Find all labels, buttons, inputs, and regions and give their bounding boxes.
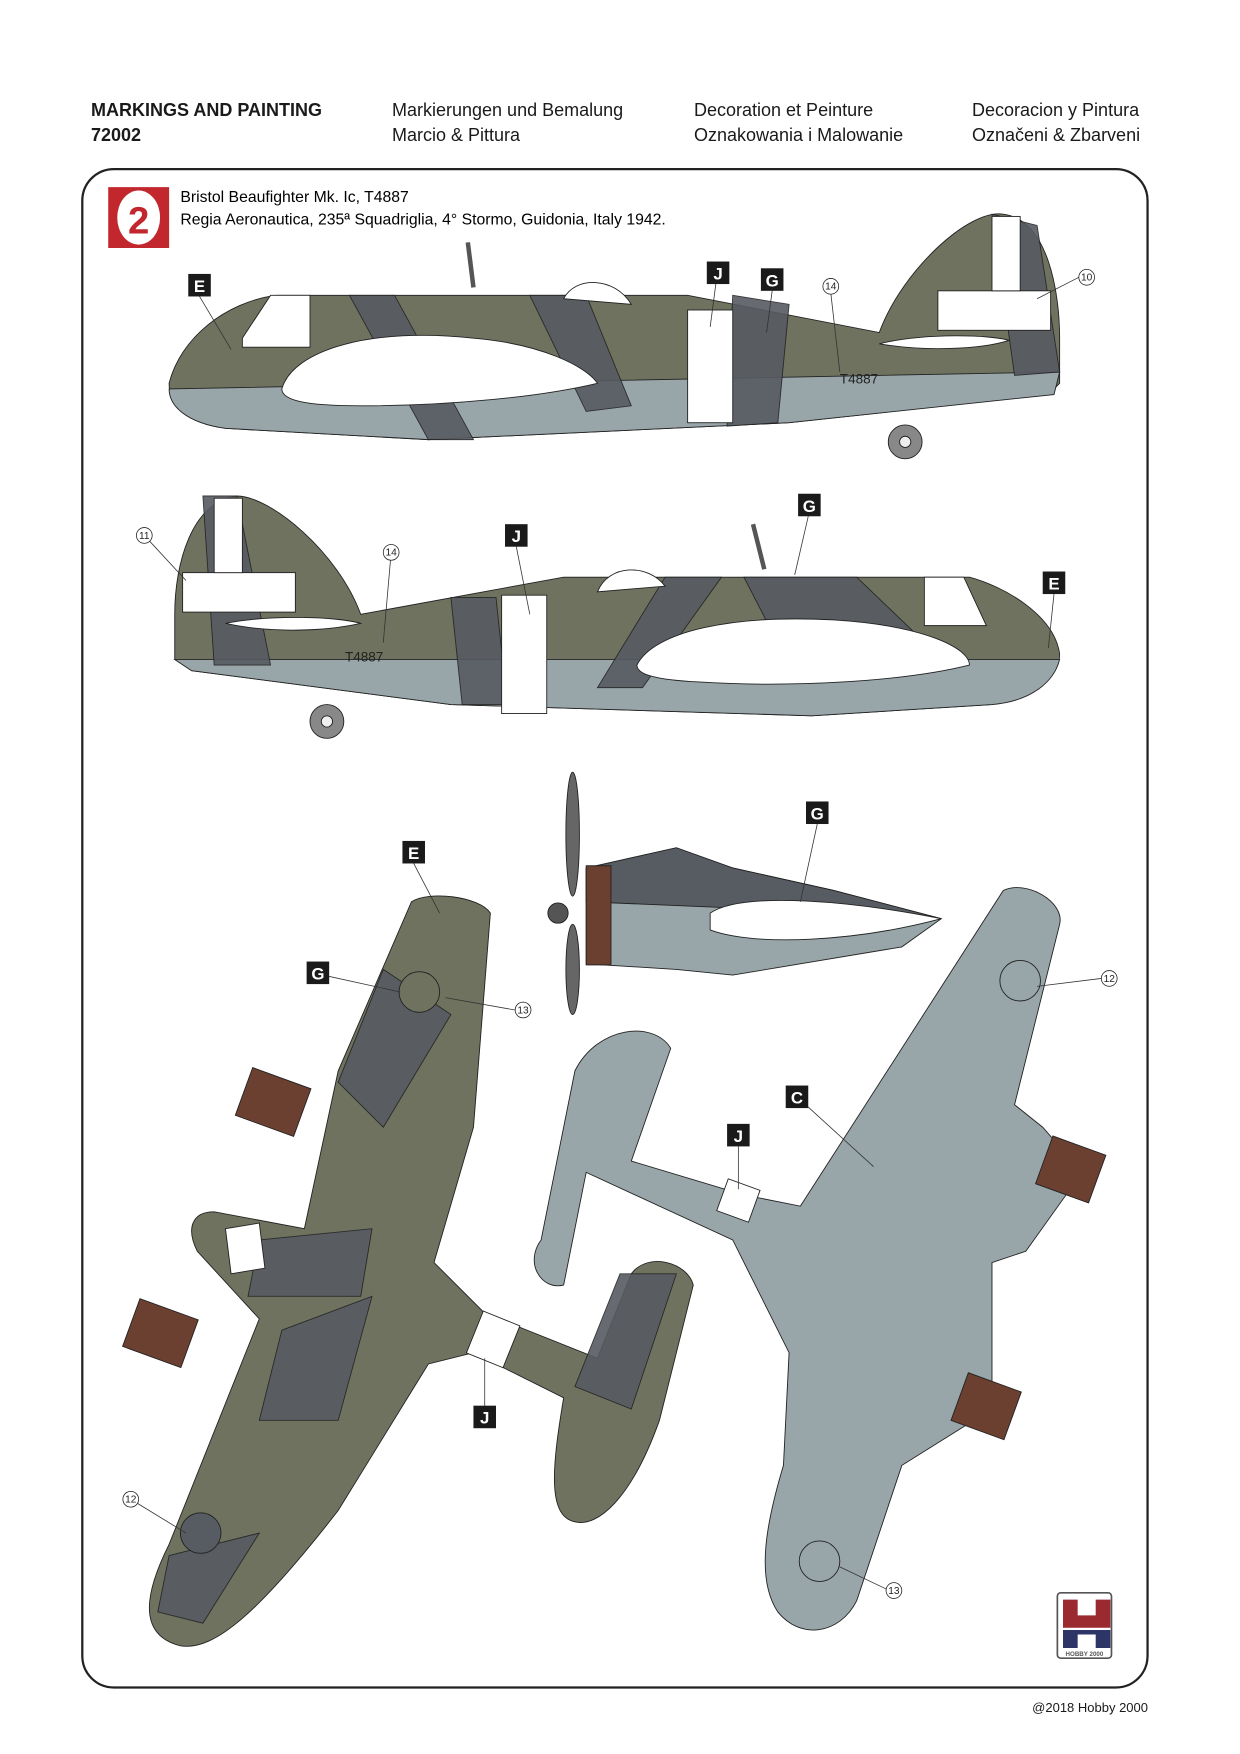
svg-text:J: J	[512, 527, 521, 546]
decal-13: 13	[514, 1001, 532, 1019]
callout-G: G	[805, 801, 829, 825]
svg-text:J: J	[713, 265, 722, 284]
callout-E: E	[188, 273, 211, 297]
callout-E: E	[1042, 571, 1066, 595]
svg-text:11: 11	[139, 531, 150, 542]
title-fr: Decoration et Peinture	[694, 100, 874, 120]
header-es-cz: Decoracion y Pintura Označeni & Zbarveni	[972, 98, 1140, 148]
decal-11: 11	[136, 527, 153, 544]
svg-text:G: G	[811, 805, 824, 824]
title: MARKINGS AND PAINTING	[91, 100, 322, 120]
svg-text:12: 12	[125, 1495, 137, 1506]
serial-number-right: T4887	[345, 650, 383, 665]
svg-text:G: G	[766, 271, 779, 290]
svg-text:E: E	[1048, 575, 1059, 594]
scheme-number: 2	[128, 199, 149, 242]
serial-number-left: T4887	[840, 371, 878, 386]
unit-description: Regia Aeronautica, 235ª Squadriglia, 4° …	[180, 211, 665, 228]
upper-plan-view	[122, 895, 694, 1647]
nacelle-view	[547, 771, 943, 1015]
scheme-number-badge: 2	[108, 187, 170, 248]
svg-text:C: C	[791, 1089, 803, 1108]
aircraft-title: Bristol Beaufighter Mk. Ic, T4887	[180, 189, 408, 206]
scheme-frame	[81, 167, 1149, 1689]
callout-E: E	[402, 840, 425, 864]
side-view-right	[173, 495, 1061, 739]
svg-text:G: G	[803, 497, 816, 516]
title-es: Decoracion y Pintura	[972, 100, 1140, 120]
svg-text:10: 10	[1081, 273, 1093, 284]
letter-callouts: E J G J G E G E G C J J	[188, 261, 1066, 1429]
title-cz: Označeni & Zbarveni	[972, 125, 1141, 145]
callout-G: G	[760, 268, 784, 291]
header-fr-pl: Decoration et Peinture Oznakowania i Mal…	[694, 98, 903, 148]
logo-text: HOBBY 2000	[1066, 1651, 1104, 1658]
leader-lines	[130, 276, 1102, 1590]
svg-text:J: J	[734, 1127, 743, 1146]
hobby-2000-logo: HOBBY 2000	[1056, 1591, 1113, 1660]
header-de-it: Markierungen und Bemalung Marcio & Pittu…	[392, 98, 623, 148]
svg-text:G: G	[311, 965, 324, 984]
callout-J: J	[473, 1405, 497, 1429]
svg-text:J: J	[480, 1409, 489, 1428]
title-de: Markierungen und Bemalung	[392, 100, 624, 120]
svg-text:14: 14	[825, 282, 837, 293]
kit-number: 72002	[91, 125, 142, 145]
callout-J: J	[727, 1123, 750, 1147]
header-english: MARKINGS AND PAINTING 72002	[91, 98, 322, 148]
decal-14: 14	[382, 544, 400, 561]
svg-text:14: 14	[386, 548, 398, 559]
decal-13: 13	[885, 1582, 903, 1599]
number-callouts: 10 14 11 14 13 12 12 13	[122, 269, 1118, 1599]
decal-14: 14	[822, 278, 840, 295]
svg-text:13: 13	[888, 1586, 900, 1597]
side-view-left	[168, 213, 1061, 460]
svg-text:E: E	[194, 277, 205, 296]
lower-plan-view	[533, 887, 1107, 1631]
title-pl: Oznakowania i Malowanie	[694, 125, 904, 145]
callout-J: J	[505, 524, 528, 547]
decal-12: 12	[122, 1490, 140, 1508]
callout-J: J	[706, 261, 730, 285]
decal-10: 10	[1078, 269, 1095, 286]
copyright: @2018 Hobby 2000	[1032, 1700, 1148, 1715]
callout-C: C	[785, 1085, 809, 1109]
svg-text:13: 13	[517, 1005, 529, 1016]
svg-text:12: 12	[1104, 974, 1116, 985]
decal-12: 12	[1100, 970, 1118, 987]
callout-G: G	[306, 961, 330, 985]
callout-G: G	[798, 493, 821, 517]
title-it: Marcio & Pittura	[392, 125, 521, 145]
svg-text:E: E	[408, 844, 419, 863]
